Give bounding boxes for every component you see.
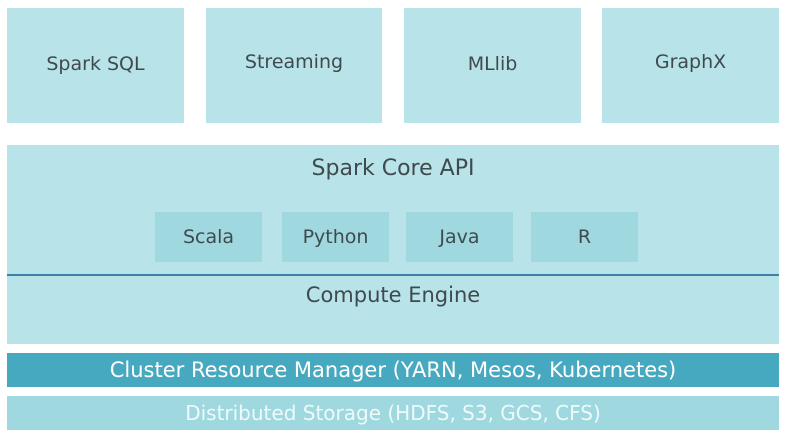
spark-core-box: Spark Core API Scala Python Java R Compu…: [7, 145, 779, 344]
streaming-label: Streaming: [244, 50, 344, 73]
distributed-storage-label: Distributed Storage (HDFS, S3, GCS, CFS): [185, 401, 601, 425]
java-box: Java: [406, 212, 513, 262]
r-box: R: [531, 212, 638, 262]
scala-label: Scala: [182, 226, 235, 248]
spark-sql-box: Spark SQL: [7, 8, 184, 123]
graphx-box: GraphX: [602, 8, 779, 123]
graphx-label: GraphX: [654, 50, 727, 73]
scala-box: Scala: [155, 212, 262, 262]
python-box: Python: [282, 212, 389, 262]
streaming-box: Streaming: [206, 8, 382, 123]
r-label: R: [577, 226, 592, 248]
spark-core-title: Spark Core API: [311, 156, 475, 181]
mllib-label: MLlib: [467, 52, 518, 75]
java-label: Java: [439, 226, 480, 248]
spark-sql-label: Spark SQL: [46, 52, 145, 75]
distributed-storage-bar: Distributed Storage (HDFS, S3, GCS, CFS): [7, 396, 779, 430]
python-label: Python: [302, 226, 369, 248]
compute-engine-label: Compute Engine: [305, 283, 481, 307]
cluster-resource-manager-bar: Cluster Resource Manager (YARN, Mesos, K…: [7, 353, 779, 387]
cluster-resource-manager-label: Cluster Resource Manager (YARN, Mesos, K…: [109, 358, 677, 382]
mllib-box: MLlib: [404, 8, 581, 123]
core-divider-line: [7, 274, 779, 276]
